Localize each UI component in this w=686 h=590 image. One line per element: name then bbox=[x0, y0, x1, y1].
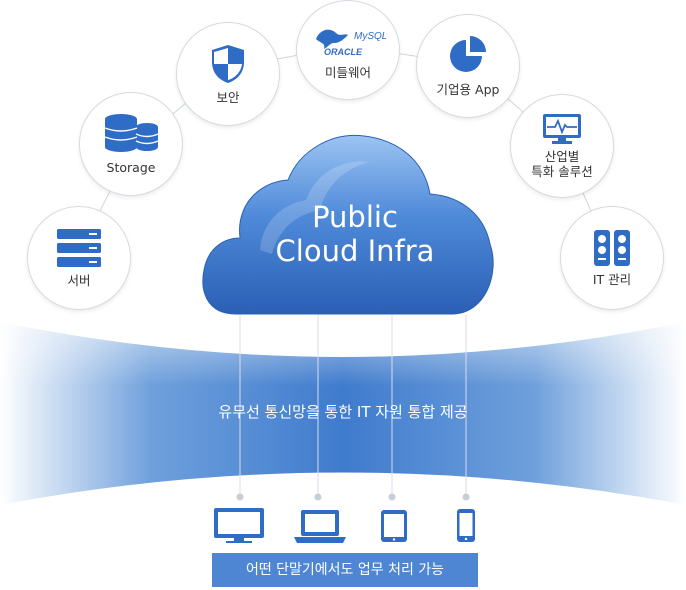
shield-icon bbox=[212, 44, 244, 83]
cloud-title: Public Cloud Infra bbox=[240, 200, 470, 268]
node-server: 서버 bbox=[27, 206, 131, 310]
server-tower-icon bbox=[594, 229, 630, 266]
monitor-pulse-icon bbox=[543, 114, 581, 144]
node-storage-label: Storage bbox=[106, 159, 156, 175]
node-enterprise-app: 기업용 App bbox=[416, 14, 520, 118]
pie-chart-icon bbox=[450, 35, 486, 72]
node-it-management: IT 관리 bbox=[560, 206, 664, 310]
node-security-label: 보안 bbox=[216, 89, 240, 105]
server-rack-icon bbox=[57, 228, 101, 267]
node-server-label: 서버 bbox=[67, 272, 91, 288]
desktop-monitor-icon bbox=[214, 508, 264, 543]
network-band-highlight bbox=[0, 322, 686, 505]
node-middleware-label: 미들웨어 bbox=[324, 64, 371, 80]
node-enterprise-app-label: 기업용 App bbox=[436, 81, 500, 97]
oracle-logo-text: ORACLE bbox=[324, 47, 363, 57]
smartphone-icon bbox=[457, 509, 475, 542]
node-middleware: MySQL ORACLE 미들웨어 bbox=[296, 0, 400, 100]
database-stack-icon bbox=[104, 113, 159, 152]
node-industry-label-line2: 특화 솔루션 bbox=[531, 164, 593, 179]
device-line-dots bbox=[236, 493, 470, 501]
node-industry-solution: 산업별 특화 솔루션 bbox=[510, 94, 614, 198]
node-security: 보안 bbox=[176, 22, 280, 126]
public-cloud-shape bbox=[202, 134, 494, 315]
mysql-logo-text: MySQL bbox=[354, 31, 386, 42]
laptop-icon bbox=[294, 510, 346, 543]
node-industry-label-line1: 산업별 bbox=[544, 149, 580, 164]
device-footer-banner: 어떤 단말기에서도 업무 처리 가능 bbox=[212, 553, 478, 587]
node-storage: Storage bbox=[79, 92, 183, 196]
network-band-caption: 유무선 통신망을 통한 IT 자원 통합 제공 bbox=[218, 403, 468, 421]
cloud-title-line1: Public bbox=[312, 200, 398, 234]
tablet-icon bbox=[381, 510, 407, 542]
node-it-management-label: IT 관리 bbox=[592, 271, 632, 287]
cloud-title-line2: Cloud Infra bbox=[275, 234, 435, 268]
cloud-device-lines bbox=[239, 315, 467, 496]
mysql-oracle-logo-icon: MySQL ORACLE bbox=[316, 29, 386, 57]
